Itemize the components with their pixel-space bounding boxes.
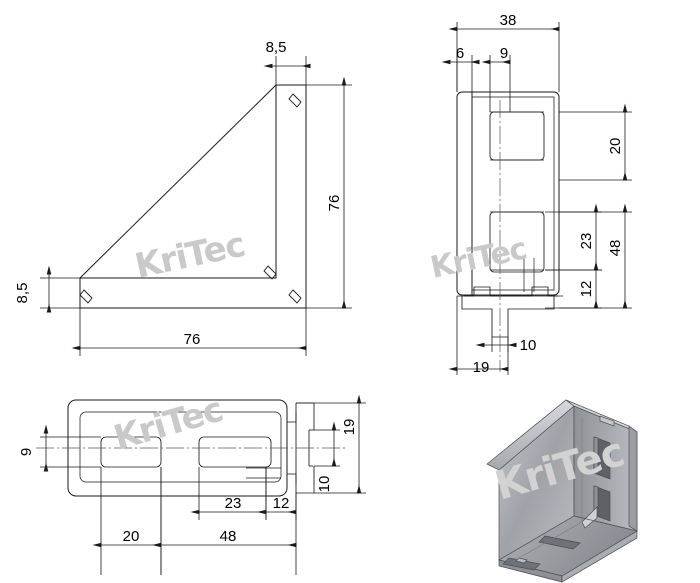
iso-inner-rib bbox=[581, 506, 598, 529]
dim-48-side: 48 bbox=[607, 240, 624, 257]
top-plan-view bbox=[36, 399, 348, 497]
iso-top-tab bbox=[599, 415, 615, 427]
dim-19-top: 19 bbox=[341, 419, 358, 436]
side-body-outline bbox=[456, 91, 560, 296]
dim-10-side: 10 bbox=[520, 337, 537, 354]
hypotenuse-edge bbox=[79, 84, 277, 279]
top-view-dimensions bbox=[40, 394, 366, 575]
dim-23-side: 23 bbox=[578, 233, 595, 250]
top-body-outline bbox=[67, 399, 288, 497]
dim-48-top: 48 bbox=[220, 528, 237, 545]
corner-rib-marks bbox=[79, 93, 302, 304]
dim-8-5-left: 8,5 bbox=[14, 283, 31, 304]
dim-76-horizontal: 76 bbox=[184, 331, 201, 348]
side-view-dimensions bbox=[441, 22, 632, 375]
iso-bottom-edge2 bbox=[561, 530, 638, 583]
iso-upper-slot-wall bbox=[593, 436, 599, 475]
top-inner-outline bbox=[79, 411, 282, 483]
dim-19-side: 19 bbox=[473, 359, 490, 376]
dim-76-vertical: 76 bbox=[326, 195, 343, 212]
side-profile-view bbox=[456, 91, 563, 372]
dim-20-side: 20 bbox=[607, 138, 624, 155]
dim-38: 38 bbox=[500, 12, 517, 29]
dim-20-top: 20 bbox=[123, 528, 140, 545]
dim-23-top: 23 bbox=[225, 495, 242, 512]
lower-slot bbox=[489, 211, 545, 273]
dim-12-side: 12 bbox=[578, 281, 595, 298]
dim-12-top: 12 bbox=[273, 495, 290, 512]
dim-9-side: 9 bbox=[500, 45, 508, 62]
dim-10-top: 10 bbox=[316, 476, 333, 493]
iso-back-right-edge bbox=[628, 425, 638, 532]
iso-flange-slot-a bbox=[538, 535, 581, 550]
side-inner-outline bbox=[471, 96, 555, 291]
front-view-dimensions bbox=[40, 56, 352, 356]
dim-6: 6 bbox=[456, 45, 464, 62]
iso-flange-slot-b bbox=[502, 557, 541, 571]
iso-flange-slot-detail bbox=[515, 557, 528, 564]
dim-8-5-top: 8,5 bbox=[266, 39, 287, 56]
dim-9-top: 9 bbox=[18, 448, 35, 456]
isometric-3d-view bbox=[486, 399, 638, 583]
top-left-slot bbox=[100, 436, 162, 468]
